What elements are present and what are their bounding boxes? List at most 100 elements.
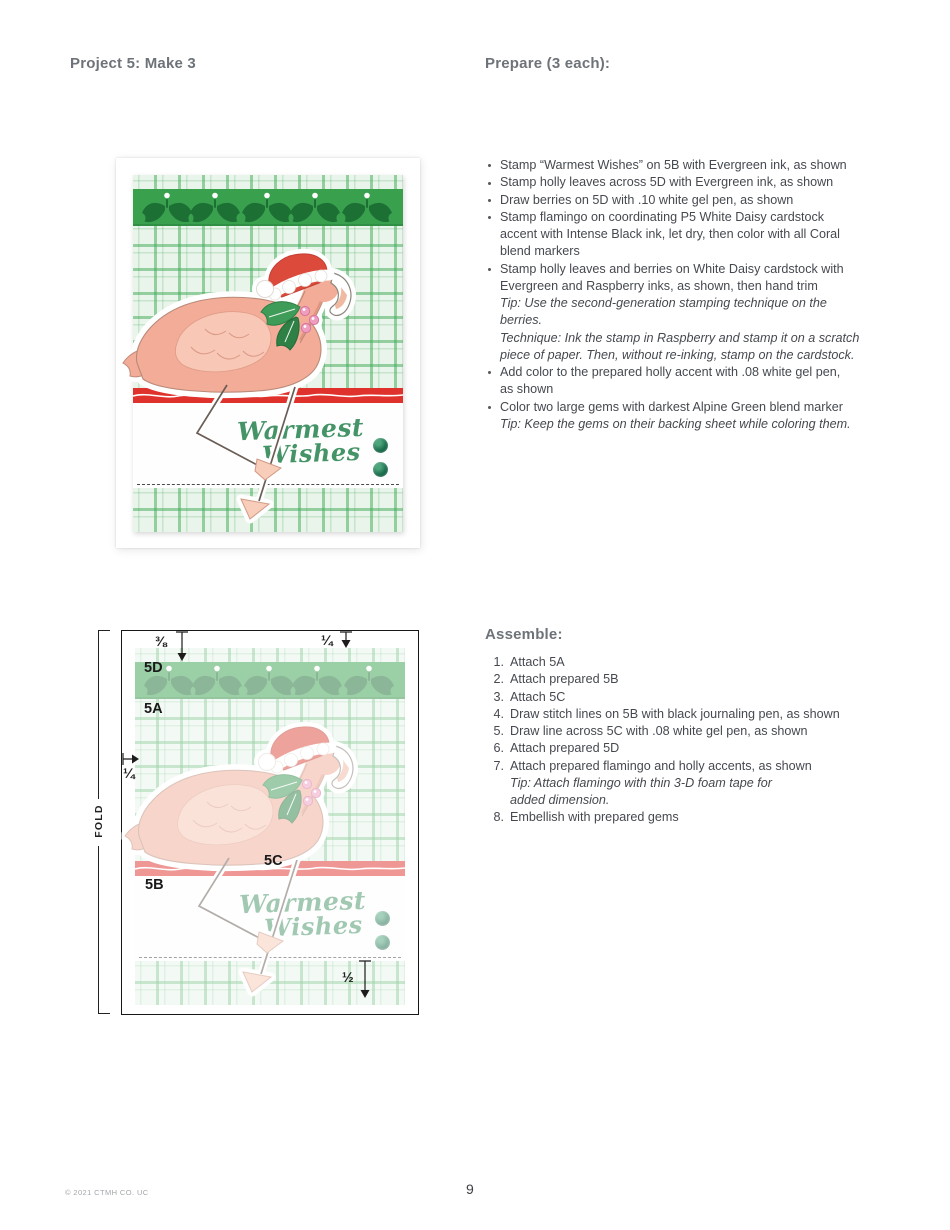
project-title: Project 5: Make 3: [70, 55, 196, 72]
assemble-step-line: added dimension.: [487, 792, 927, 809]
holly-leaves-stamps: [144, 665, 394, 696]
card-artwork: Warmest Wishes: [121, 648, 405, 1005]
bullet-dot: [485, 381, 500, 398]
list-line-text: Embellish with prepared gems: [510, 810, 679, 825]
step-number: 8.: [493, 810, 504, 825]
step-number: 4.: [493, 706, 504, 721]
assemble-step-line: 5. Draw line across 5C with .08 white gel…: [487, 723, 927, 740]
step-number: [487, 792, 510, 809]
green-gem: [373, 462, 388, 477]
bullet-dot: [485, 174, 500, 191]
prepare-item-line: Add color to the prepared holly accent w…: [485, 364, 925, 381]
bullet-dot: [485, 261, 500, 278]
list-line-text: Technique: Ink the stamp in Raspberry an…: [500, 330, 860, 345]
prepare-item-line: Stamp holly leaves and berries on White …: [485, 261, 925, 278]
list-line-text: Stamp holly leaves and berries on White …: [500, 261, 844, 276]
list-line-text: Draw stitch lines on 5B with black journ…: [510, 706, 840, 721]
list-line-text: Tip: Attach flamingo with thin 3-D foam …: [510, 775, 772, 790]
bullet-dot: [485, 347, 500, 364]
fold-label: FOLD: [93, 804, 105, 838]
assemble-step-line: 1. Attach 5A: [487, 654, 927, 671]
prepare-item-line: Tip: Keep the gems on their backing shee…: [485, 416, 925, 433]
prepare-item-line: berries.: [485, 312, 925, 329]
list-line-text: Draw berries on 5D with .10 white gel pe…: [500, 192, 794, 207]
list-line-text: Evergreen and Raspberry inks, as shown, …: [500, 278, 818, 293]
step-number: 1.: [493, 655, 504, 669]
footer-copyright: © 2021 CTMH CO. UC: [65, 1188, 149, 1197]
holly-border-strip: [135, 662, 405, 699]
prepare-list: Stamp “Warmest Wishes” on 5B with Evergr…: [485, 157, 925, 433]
prepare-item-line: Technique: Ink the stamp in Raspberry an…: [485, 330, 925, 347]
list-line-text: Stamp “Warmest Wishes” on 5B with Evergr…: [500, 158, 847, 172]
measurement-top-right: ¼: [321, 632, 333, 648]
list-line-text: added dimension.: [510, 793, 610, 807]
measurement-bottom: ½: [342, 969, 354, 985]
part-label-5c: 5C: [264, 853, 283, 869]
prepare-item-line: piece of paper. Then, without re-inking,…: [485, 347, 925, 364]
diagram-card-mount: Warmest Wishes: [121, 648, 405, 1005]
part-label-5d: 5D: [144, 660, 163, 676]
part-label-5a: 5A: [144, 701, 163, 717]
card-artwork: Warmest Wishes: [119, 175, 403, 532]
bullet-dot: [485, 295, 500, 312]
list-line-text: Attach prepared 5B: [510, 672, 619, 687]
list-line-text: berries.: [500, 313, 542, 328]
prepare-title: Prepare (3 each):: [485, 55, 611, 72]
assemble-step-line: 6.Attach prepared 5D: [487, 740, 927, 757]
fold-bracket-line: [98, 630, 100, 799]
assemble-step-line: 3.Attach 5C: [487, 689, 927, 706]
page-number: 9: [466, 1181, 474, 1197]
step-number: 5.: [493, 724, 504, 738]
green-gem: [373, 438, 388, 453]
flamingo-illustration: [121, 721, 358, 997]
stitch-line: [137, 484, 399, 485]
list-line-text: Attach prepared flamingo and holly accen…: [510, 758, 812, 773]
prepare-item-line: Color two large gems with darkest Alpine…: [485, 399, 925, 416]
card-photo-mount: Warmest Wishes: [119, 175, 403, 532]
list-line-text: blend markers: [500, 244, 580, 259]
bullet-dot: [485, 209, 500, 226]
list-line-text: Tip: Keep the gems on their backing shee…: [500, 416, 851, 431]
fold-bracket-top-tick: [98, 630, 110, 632]
assemble-step-line: 4. Draw stitch lines on 5B with black jou…: [487, 706, 927, 723]
list-line-text: Attach 5A: [510, 655, 565, 669]
bullet-dot: [485, 416, 500, 433]
list-line-text: Draw line across 5C with .08 white gel p…: [510, 724, 808, 738]
prepare-item-line: accent with Intense Black ink, let dry, …: [485, 226, 925, 243]
prepare-item-line: Stamp flamingo on coordinating P5 White …: [485, 209, 925, 226]
prepare-item-line: as shown: [485, 381, 925, 398]
list-line-text: Stamp flamingo on coordinating P5 White …: [500, 209, 825, 224]
prepare-item-line: Tip: Use the second-generation stamping …: [485, 295, 925, 312]
prepare-item-line: Stamp “Warmest Wishes” on 5B with Evergr…: [485, 157, 925, 174]
list-line-text: piece of paper. Then, without re-inking,…: [500, 347, 855, 362]
finished-card-photo: Warmest Wishes: [116, 158, 420, 548]
prepare-item-line: Evergreen and Raspberry inks, as shown, …: [485, 278, 925, 295]
measurement-top-left: ⅜: [155, 633, 167, 649]
list-line-text: Add color to the prepared holly accent w…: [500, 365, 841, 379]
step-number: 2.: [493, 672, 504, 687]
list-line-text: Color two large gems with darkest Alpine…: [500, 399, 843, 414]
bullet-dot: [485, 243, 500, 260]
stitch-line: [139, 957, 401, 958]
measurement-left: ¼: [123, 765, 135, 781]
bullet-dot: [485, 312, 500, 329]
assemble-list: 1. Attach 5A 2. Attach prepared 5B 3.Attach …: [487, 654, 927, 827]
list-line-text: Stamp holly leaves across 5D with Evergr…: [500, 175, 834, 190]
assemble-title: Assemble:: [485, 626, 563, 643]
bullet-dot: [485, 157, 500, 174]
bullet-dot: [485, 330, 500, 347]
step-number: 7.: [493, 758, 504, 773]
prepare-item-line: Draw berries on 5D with .10 white gel pe…: [485, 192, 925, 209]
fold-bracket-line: [98, 846, 100, 1014]
part-label-5b: 5B: [145, 877, 164, 893]
bullet-dot: [485, 399, 500, 416]
assemble-step-line: 7. Attach prepared flamingo and holly acc…: [487, 758, 927, 775]
bullet-dot: [485, 192, 500, 209]
step-number: [487, 775, 510, 792]
assemble-step-line: 8. Embellish with prepared gems: [487, 809, 927, 826]
bullet-dot: [485, 278, 500, 295]
assemble-step-line: 2. Attach prepared 5B: [487, 671, 927, 688]
list-line-text: Attach 5C: [510, 689, 566, 704]
prepare-item-line: blend markers: [485, 243, 925, 260]
